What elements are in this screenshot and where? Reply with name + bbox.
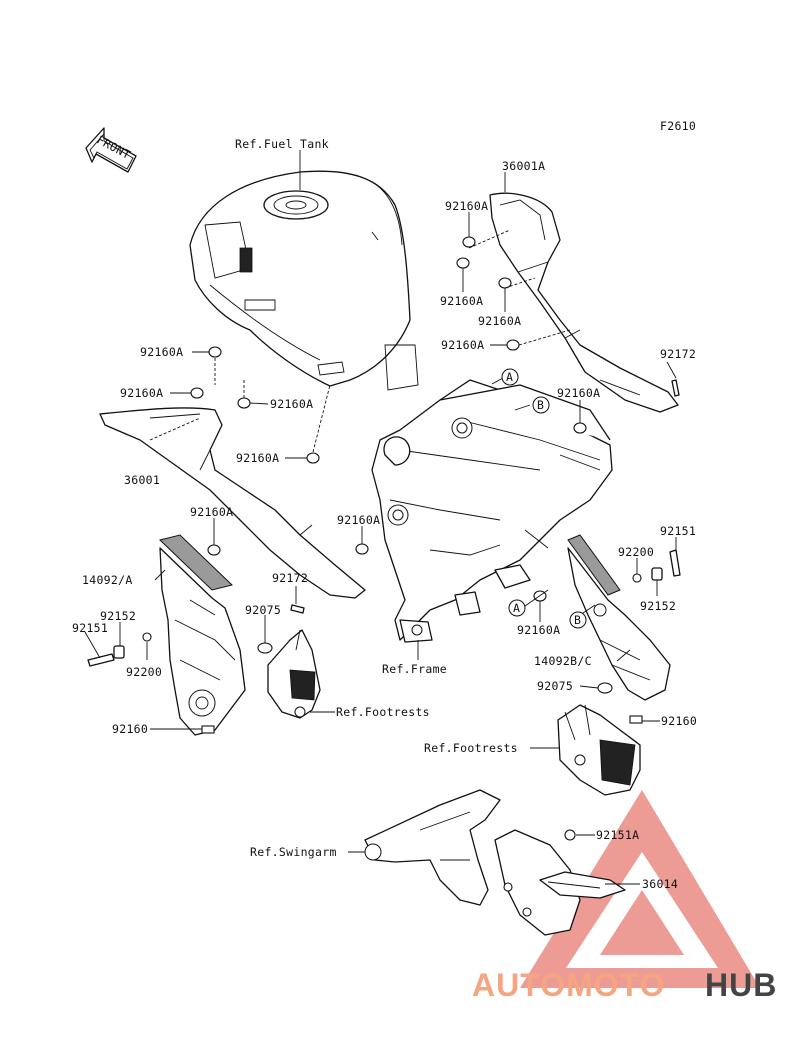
bolts-and-collars bbox=[87, 379, 681, 917]
watermark-text: AUTOMOTO HUB bbox=[472, 967, 777, 1003]
label-92160A-9: 92160A bbox=[236, 451, 279, 465]
watermark-logo bbox=[520, 790, 760, 988]
label-36014: 36014 bbox=[642, 877, 678, 891]
label-92160A-10: 92160A bbox=[190, 505, 233, 519]
label-92172-left: 92172 bbox=[272, 571, 308, 585]
label-36001: 36001 bbox=[124, 473, 160, 487]
label-ref-footrests-left: Ref.Footrests bbox=[336, 705, 430, 719]
label-92075-left: 92075 bbox=[245, 603, 281, 617]
label-92160-left: 92160 bbox=[112, 722, 148, 736]
label-92200-left: 92200 bbox=[126, 665, 162, 679]
watermark-triangle-core bbox=[600, 890, 684, 955]
label-14092A: 14092/A bbox=[82, 573, 133, 587]
label-92172-right: 92172 bbox=[660, 347, 696, 361]
label-ref-footrests-right: Ref.Footrests bbox=[424, 741, 518, 755]
footrest-right bbox=[557, 704, 641, 796]
label-92152-right: 92152 bbox=[640, 599, 676, 613]
chain-guard bbox=[539, 871, 626, 899]
label-92160A-5: 92160A bbox=[557, 386, 600, 400]
frame-cover-bracket-right bbox=[567, 534, 671, 701]
label-92151-left: 92151 bbox=[72, 621, 108, 635]
label-92075-right: 92075 bbox=[537, 679, 573, 693]
side-cover-right-upper bbox=[489, 192, 679, 413]
fuel-tank bbox=[189, 170, 419, 391]
motorcycle-frame bbox=[371, 379, 613, 643]
label-92152-left: 92152 bbox=[100, 609, 136, 623]
watermark-text-automoto: AUTOMOTO bbox=[472, 967, 665, 1003]
leader-lines bbox=[84, 150, 677, 885]
label-92200-right: 92200 bbox=[618, 545, 654, 559]
label-92160A-1: 92160A bbox=[445, 199, 488, 213]
part-labels: F2610 Ref.Fuel Tank 36001A 92160A 92160A… bbox=[72, 119, 697, 891]
label-36001A: 36001A bbox=[502, 159, 545, 173]
label-92160-right: 92160 bbox=[661, 714, 697, 728]
label-ref-frame: Ref.Frame bbox=[382, 662, 447, 676]
label-92160A-8: 92160A bbox=[270, 397, 313, 411]
label-92151A: 92151A bbox=[596, 828, 639, 842]
marker-a-bracket: A bbox=[513, 601, 520, 615]
watermark-text-hub: HUB bbox=[705, 967, 777, 1003]
front-direction-arrow: FRONT bbox=[85, 127, 137, 173]
footrest-left bbox=[267, 629, 321, 719]
label-92160A-7: 92160A bbox=[120, 386, 163, 400]
side-cover-left bbox=[99, 407, 366, 599]
frame-cover-bracket-left bbox=[159, 534, 246, 736]
figure-code: F2610 bbox=[660, 119, 696, 133]
swingarm bbox=[364, 789, 581, 936]
label-92160A-12: 92160A bbox=[517, 623, 560, 637]
label-ref-swingarm: Ref.Swingarm bbox=[250, 845, 337, 859]
marker-a-frame: A bbox=[506, 370, 513, 384]
label-92160A-6: 92160A bbox=[140, 345, 183, 359]
marker-b-frame: B bbox=[537, 398, 544, 412]
label-92151-right: 92151 bbox=[660, 524, 696, 538]
label-92160A-4: 92160A bbox=[441, 338, 484, 352]
label-92160A-11: 92160A bbox=[337, 513, 380, 527]
label-ref-fuel-tank: Ref.Fuel Tank bbox=[235, 137, 329, 151]
marker-b-bracket: B bbox=[574, 613, 581, 627]
label-14092BC: 14092B/C bbox=[534, 654, 592, 668]
label-92160A-2: 92160A bbox=[440, 294, 483, 308]
reference-markers: A B A B bbox=[501, 368, 587, 629]
label-92160A-3: 92160A bbox=[478, 314, 521, 328]
